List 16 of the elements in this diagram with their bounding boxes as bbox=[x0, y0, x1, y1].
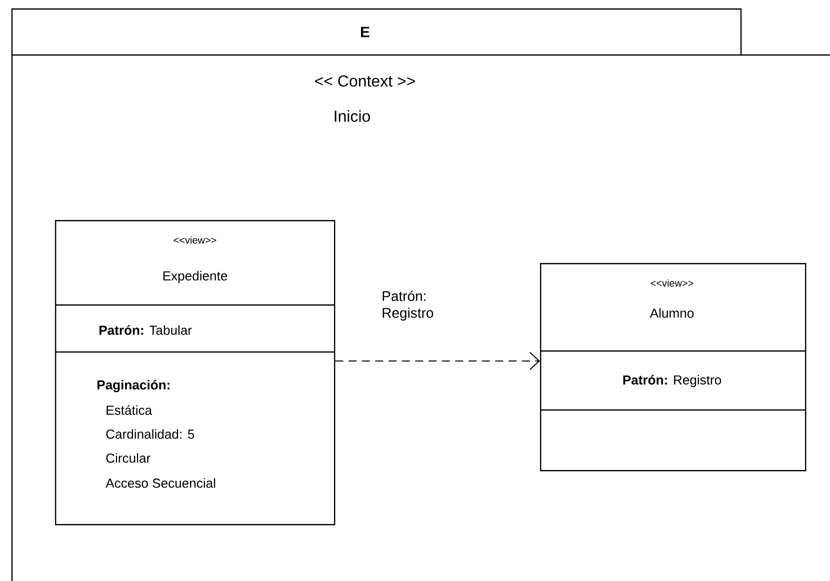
stereotype-label: <<view>> bbox=[174, 236, 216, 244]
section-heading: Paginación: bbox=[97, 380, 170, 392]
stereotype-label: << Context >> bbox=[315, 75, 415, 87]
list-item: Acceso Secuencial bbox=[106, 478, 216, 488]
class-name: Expediente bbox=[163, 270, 228, 284]
class-name: Alumno bbox=[650, 308, 694, 318]
frame-title: E bbox=[361, 26, 370, 38]
stereotype-label: <<view>> bbox=[650, 279, 694, 287]
edge-label: Patrón: Registro bbox=[382, 290, 434, 321]
list-item: Circular bbox=[106, 453, 150, 463]
list-item: Cardinalidad: 5 bbox=[106, 429, 194, 439]
attribute-text: Patrón: Tabular bbox=[99, 325, 192, 335]
dependency-arrow bbox=[335, 352, 540, 370]
context-name: Inicio bbox=[334, 110, 370, 122]
attribute-text: Patrón: Registro bbox=[623, 374, 722, 388]
list-item: Estática bbox=[106, 405, 152, 415]
